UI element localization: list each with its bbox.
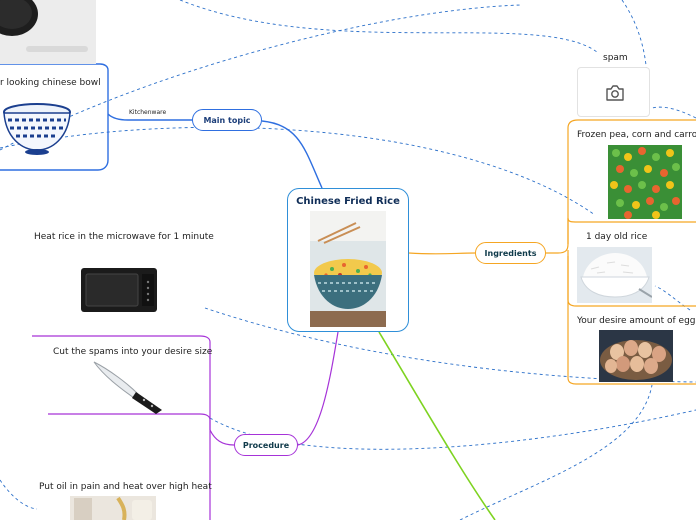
chinese-bowl-label: r looking chinese bowl xyxy=(0,78,101,88)
eggs-bowl-icon xyxy=(599,330,673,382)
oil-pan-image xyxy=(70,496,156,520)
main-topic-node[interactable]: Main topic xyxy=(192,109,262,131)
chinese-bowl-image xyxy=(0,100,72,156)
fried-rice-bowl-icon xyxy=(310,211,386,327)
procedure-branch-lines xyxy=(32,331,339,520)
frozen-veg-label: Frozen pea, corn and carrot xyxy=(577,130,696,140)
kitchenware-label: Kitchenware xyxy=(129,109,167,116)
day-old-rice-label: 1 day old rice xyxy=(586,232,648,242)
green-branch-line xyxy=(378,331,496,520)
main-topic-branch-lines xyxy=(0,63,323,189)
relationship-line xyxy=(654,285,691,311)
white-rice-icon xyxy=(577,247,652,303)
heat-rice-label: Heat rice in the microwave for 1 minute xyxy=(34,232,214,242)
relationship-line xyxy=(459,384,653,520)
eggs-image xyxy=(599,330,673,382)
ingredients-branch-lines xyxy=(408,119,696,385)
frying-pan-icon xyxy=(0,0,96,64)
central-topic-title: Chinese Fried Rice xyxy=(296,196,400,207)
eggs-label: Your desire amount of eggs xyxy=(577,316,696,326)
spam-label: spam xyxy=(603,53,628,63)
cut-spam-label: Cut the spams into your desire size xyxy=(53,347,213,357)
microwave-image xyxy=(80,266,158,314)
relationship-line xyxy=(651,106,696,119)
mixed-vegetables-icon xyxy=(608,145,682,219)
chinese-bowl-icon xyxy=(3,103,71,155)
ingredients-node[interactable]: Ingredients xyxy=(475,242,546,264)
relationship-line xyxy=(204,307,696,383)
procedure-node[interactable]: Procedure xyxy=(234,434,298,456)
relationship-line xyxy=(0,479,38,510)
white-rice-image xyxy=(577,247,652,303)
central-topic-node[interactable]: Chinese Fried Rice xyxy=(287,188,409,332)
oil-pan-icon xyxy=(70,496,156,520)
mixed-vegetables-image xyxy=(608,145,682,219)
knife-image xyxy=(90,358,166,414)
camera-icon xyxy=(606,85,624,101)
frying-pan-image xyxy=(0,0,96,64)
knife-icon xyxy=(93,361,162,414)
microwave-icon xyxy=(81,268,157,312)
relationship-line xyxy=(179,0,598,53)
spam-image-placeholder[interactable] xyxy=(577,67,650,117)
oil-pan-label: Put oil in pain and heat over high heat xyxy=(39,482,212,492)
fried-rice-image xyxy=(310,211,386,327)
